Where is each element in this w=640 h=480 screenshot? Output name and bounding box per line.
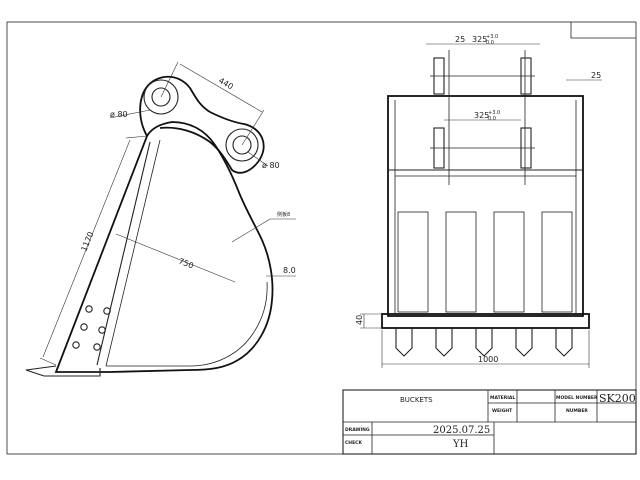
front-panel	[445, 211, 477, 313]
check-label: CHECK	[345, 440, 362, 446]
bucket-ear	[139, 75, 265, 174]
bolt-hole	[85, 305, 93, 313]
front-panel	[541, 211, 573, 313]
dim-750: 750	[177, 257, 195, 271]
drawing-label: DRAWING	[345, 427, 370, 433]
dim-325b-tol-up: +3.0	[488, 110, 500, 116]
upper-pin-outer	[143, 79, 179, 115]
bolt-hole	[93, 343, 101, 351]
dim-ext	[125, 135, 148, 139]
dim-ext	[241, 109, 265, 146]
back-plate-line	[96, 141, 151, 366]
side-view: 440 ø 80 ø 80 1170 750 侧板8 8.0	[25, 61, 296, 377]
dim-8: 8.0	[283, 266, 296, 275]
model-value: SK200	[599, 392, 636, 405]
title-name: BUCKETS	[400, 396, 433, 404]
dim-25b: 25	[591, 71, 601, 80]
dim-ext	[160, 61, 179, 98]
corner-tab	[570, 22, 636, 39]
tooth-tip	[25, 365, 101, 377]
dim-440: 440	[217, 76, 235, 91]
leader	[247, 151, 269, 167]
dim-325a: 325	[472, 35, 487, 44]
cutting-edge	[381, 313, 590, 329]
leader	[231, 218, 271, 243]
dim-1170: 1170	[80, 231, 96, 253]
bolt-hole	[72, 341, 80, 349]
check-value: YH	[452, 439, 469, 450]
tooth	[435, 328, 453, 357]
dim-phi80-upper: ø 80	[110, 110, 128, 119]
bucket-outer-profile	[54, 121, 274, 373]
upper-pin-inner	[151, 87, 171, 107]
dim-25a: 25	[455, 35, 465, 44]
dim-40: 40	[355, 315, 364, 325]
bolt-hole	[98, 326, 106, 334]
front-view: 25 325 +3.0 0.0 325 +3.0 0.0 25 40 1000	[355, 34, 602, 368]
dim-750-line	[115, 233, 236, 283]
lower-pin-inner	[232, 135, 252, 155]
dim-325a-tol-up: +3.0	[486, 34, 498, 40]
number-label: NUMBER	[566, 408, 588, 414]
dim-ext	[39, 357, 57, 366]
front-panel	[493, 211, 525, 313]
dim-325b-tol-dn: 0.0	[488, 116, 496, 122]
dim-phi80-lower: ø 80	[262, 161, 280, 170]
side-plate-label: 侧板8	[277, 211, 290, 218]
dim-325a-tol-dn: 0.0	[486, 40, 494, 46]
bolt-hole	[80, 323, 88, 331]
drawing-value: 2025.07.25	[433, 425, 490, 436]
tooth	[555, 328, 573, 357]
leader	[109, 109, 151, 119]
title-block: BUCKETS MATERIAL WEIGHT MODEL NUMBER SK2…	[342, 389, 637, 455]
dim-325b: 325	[474, 111, 489, 120]
lower-pin-outer	[225, 128, 259, 162]
tooth	[515, 328, 533, 357]
weight-label: WEIGHT	[492, 408, 513, 414]
dim-1170-line	[42, 139, 131, 358]
bolt-hole	[103, 307, 111, 315]
material-label: MATERIAL	[490, 395, 515, 401]
front-panel	[397, 211, 429, 313]
front-body	[387, 95, 584, 317]
inner-curve	[106, 281, 268, 367]
tooth	[475, 328, 493, 357]
model-label: MODEL NUMBER	[556, 395, 598, 401]
sheet-border	[6, 21, 637, 455]
tooth	[395, 328, 413, 357]
dim-1000: 1000	[478, 355, 498, 364]
back-plate-line-2	[105, 139, 161, 367]
dim-440-line	[179, 63, 263, 113]
